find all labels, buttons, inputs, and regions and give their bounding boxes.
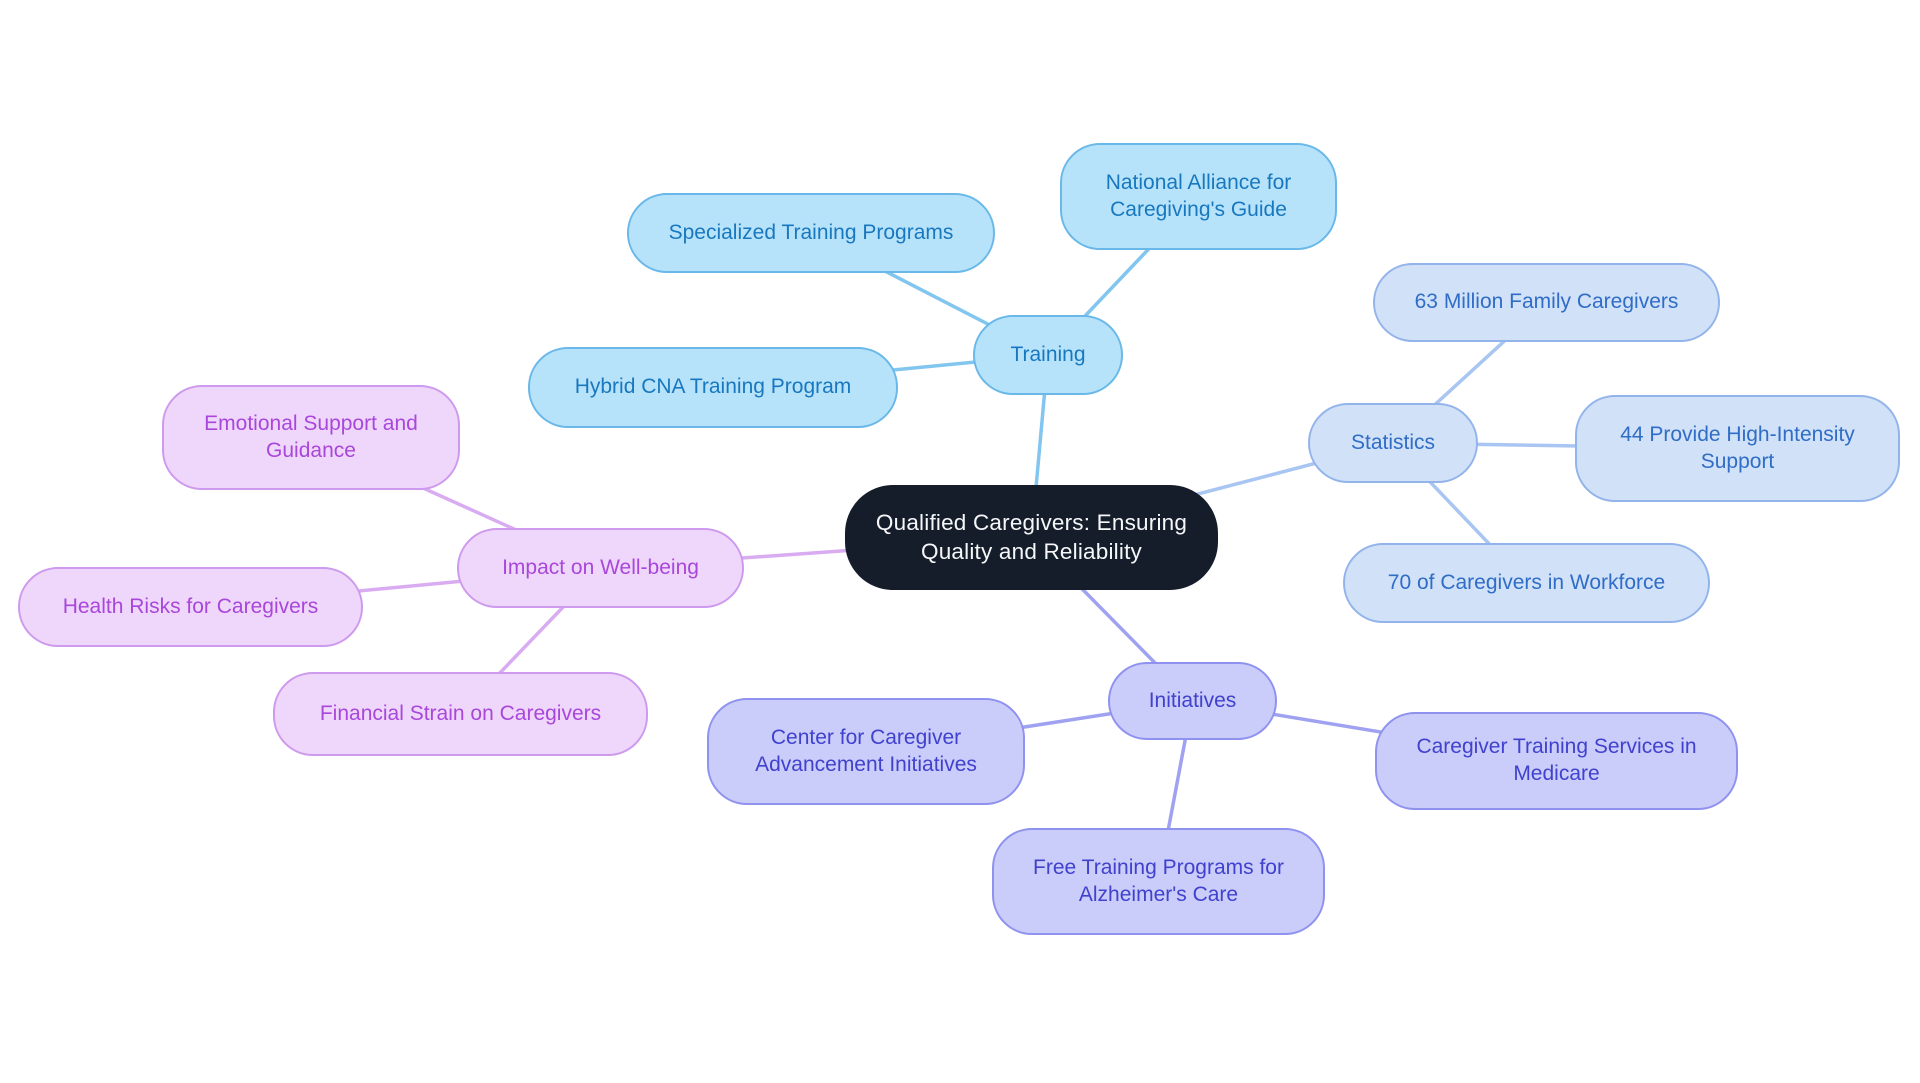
node-label: Center for Caregiver Advancement Initiat… [755,725,977,776]
mindmap-node-training[interactable]: Training [973,315,1123,395]
node-label: Hybrid CNA Training Program [574,375,852,399]
node-label: National Alliance for Caregiving's Guide [1105,170,1292,221]
node-label: Initiatives [1148,688,1237,712]
mindmap-node-ctsm[interactable]: Caregiver Training Services in Medicare [1375,712,1738,810]
mindmap-node-initiatives[interactable]: Initiatives [1108,662,1277,740]
node-label: 63 Million Family Caregivers [1414,290,1679,314]
node-label: Free Training Programs for Alzheimer's C… [1033,855,1284,906]
mindmap-node-impact[interactable]: Impact on Well-being [457,528,744,608]
node-label: 44 Provide High-Intensity Support [1620,422,1855,473]
mindmap-node-w70[interactable]: 70 of Caregivers in Workforce [1343,543,1710,623]
mindmap-node-hrc[interactable]: Health Risks for Caregivers [18,567,363,647]
mindmap-node-m63[interactable]: 63 Million Family Caregivers [1373,263,1720,342]
mindmap-node-hybrid[interactable]: Hybrid CNA Training Program [528,347,898,428]
node-label: Qualified Caregivers: Ensuring Quality a… [875,509,1188,564]
mindmap-node-ccai[interactable]: Center for Caregiver Advancement Initiat… [707,698,1025,805]
node-label: Caregiver Training Services in Medicare [1416,735,1697,785]
node-label: Health Risks for Caregivers [62,594,319,618]
mindmap-node-nacg[interactable]: National Alliance for Caregiving's Guide [1060,143,1337,250]
mindmap-node-statistics[interactable]: Statistics [1308,403,1478,483]
node-label: Statistics [1350,430,1436,454]
mindmap-node-fsc[interactable]: Financial Strain on Caregivers [273,672,648,756]
node-label: Financial Strain on Caregivers [319,701,602,725]
node-label: 70 of Caregivers in Workforce [1387,570,1666,594]
node-label: Training [1010,342,1086,366]
node-label: Emotional Support and Guidance [204,411,418,462]
mindmap-node-ftpa[interactable]: Free Training Programs for Alzheimer's C… [992,828,1325,935]
node-label: Impact on Well-being [502,555,699,579]
mindmap-node-esg[interactable]: Emotional Support and Guidance [162,385,460,490]
mindmap-node-central[interactable]: Qualified Caregivers: Ensuring Quality a… [845,485,1218,590]
mindmap-node-stp[interactable]: Specialized Training Programs [627,193,995,273]
mindmap-node-p44[interactable]: 44 Provide High-Intensity Support [1575,395,1900,502]
node-label: Specialized Training Programs [668,220,954,244]
